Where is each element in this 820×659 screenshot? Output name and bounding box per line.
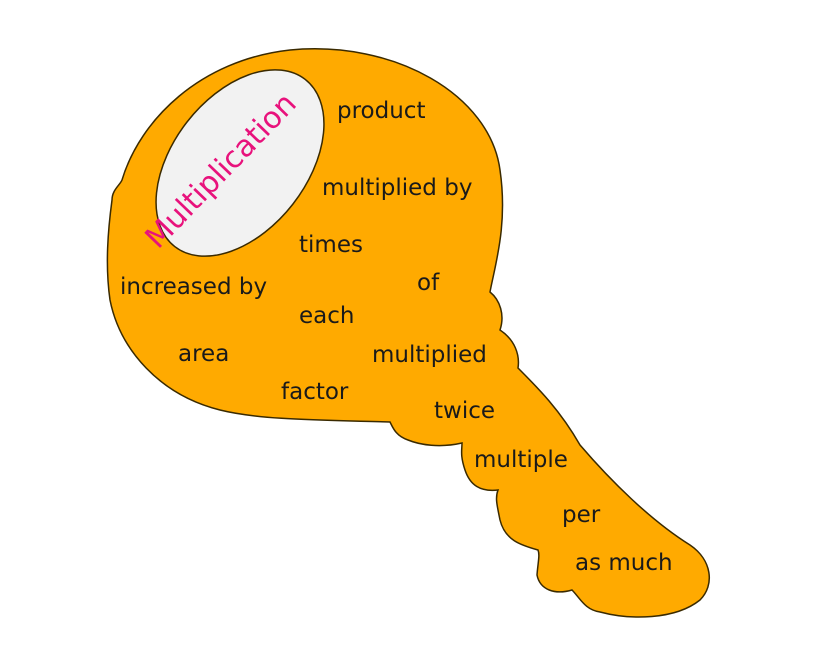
word-multiplied-by: multiplied by (322, 175, 472, 201)
word-twice: twice (434, 398, 495, 424)
word-per: per (562, 502, 601, 528)
word-area: area (178, 341, 229, 367)
word-product: product (337, 98, 425, 124)
word-increased-by: increased by (120, 274, 267, 300)
word-as-much: as much (575, 550, 673, 576)
key-hole (155, 69, 325, 257)
word-factor: factor (281, 379, 349, 405)
word-of: of (417, 270, 440, 296)
word-multiple: multiple (474, 447, 568, 473)
word-times: times (299, 232, 363, 258)
word-each: each (299, 303, 354, 329)
word-multiplied: multiplied (372, 342, 487, 368)
